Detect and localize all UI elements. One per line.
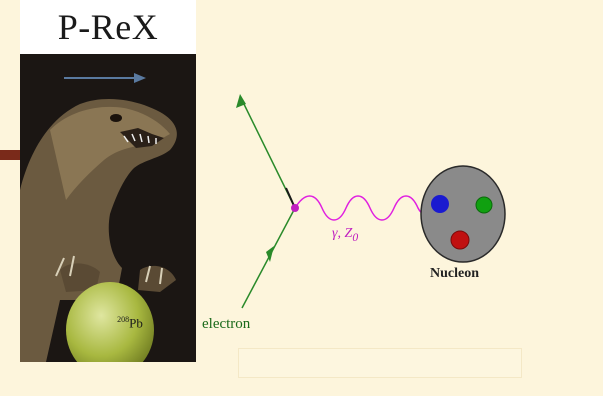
nucleon-icon bbox=[421, 166, 505, 262]
quark-blue-icon bbox=[431, 195, 449, 213]
boson-propagator bbox=[295, 196, 432, 220]
nucleon-label: Nucleon bbox=[430, 266, 479, 282]
electron-label: electron bbox=[202, 316, 250, 333]
caption-box bbox=[238, 348, 522, 378]
quark-red-icon bbox=[451, 231, 469, 249]
outgoing-electron-line bbox=[236, 94, 295, 208]
boson-label: γ, Z0 bbox=[332, 226, 358, 244]
interaction-vertex bbox=[291, 204, 299, 212]
quark-green-icon bbox=[476, 197, 492, 213]
incoming-electron-line bbox=[242, 208, 295, 308]
